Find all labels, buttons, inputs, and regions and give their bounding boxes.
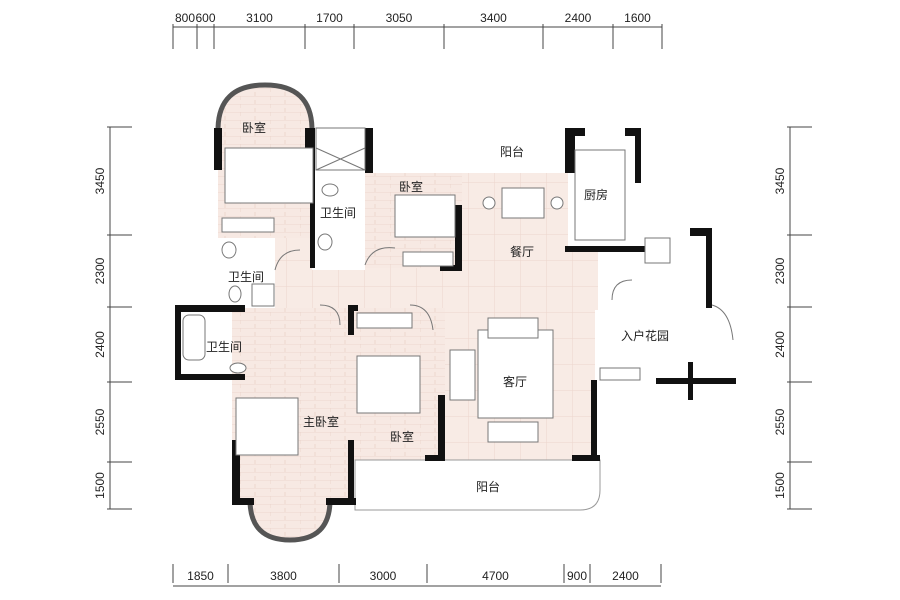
bed-bottom-middle — [356, 355, 421, 414]
dimension-label: 1500 — [93, 472, 107, 499]
dimension-label: 2400 — [612, 569, 639, 583]
label-entrance-garden: 入户花园 — [621, 328, 669, 343]
dimension-label: 2550 — [93, 408, 107, 435]
dimension-label: 3050 — [386, 11, 413, 25]
dimension-label: 3100 — [246, 11, 273, 25]
bay-window-bottom — [247, 499, 333, 543]
doors — [274, 247, 734, 341]
master-bed — [235, 397, 299, 456]
label-bedroom-top-middle: 卧室 — [399, 179, 423, 194]
label-bathroom-bottom-left: 卫生间 — [206, 340, 242, 354]
sofa-top — [487, 317, 539, 339]
dimension-label: 2300 — [93, 257, 107, 284]
sofa-left — [449, 349, 476, 401]
dimension-label: 3800 — [270, 569, 297, 583]
room-labels: 卧室 卫生间 卧室 阳台 厨房 餐厅 卫生间 入户花园 卫生间 客厅 主卧室 卧… — [206, 120, 669, 494]
label-dining: 餐厅 — [510, 244, 534, 259]
label-living-room: 客厅 — [503, 374, 527, 389]
dimension-label: 1600 — [624, 11, 651, 25]
wardrobe-top-middle — [402, 251, 454, 267]
label-bedroom-top-left: 卧室 — [242, 120, 266, 135]
dimension-label: 3000 — [370, 569, 397, 583]
dimension-label: 3450 — [93, 167, 107, 194]
dimension-label: 1500 — [773, 472, 787, 499]
furniture — [182, 127, 671, 456]
wardrobe-bottom-middle — [356, 312, 413, 329]
label-bedroom-bottom-middle: 卧室 — [390, 429, 414, 444]
living-rug — [477, 329, 554, 419]
dimension-label: 2300 — [773, 257, 787, 284]
dimension-bottom: 1850 3800 3000 4700 900 2400 — [172, 564, 662, 587]
dimension-label: 900 — [567, 569, 587, 583]
dimension-label: 4700 — [482, 569, 509, 583]
dimension-label: 2400 — [93, 331, 107, 358]
sink — [317, 233, 333, 251]
label-balcony-top: 阳台 — [500, 144, 524, 159]
toilet — [321, 183, 339, 197]
dimension-label: 2550 — [773, 408, 787, 435]
dimension-label: 800 — [175, 11, 195, 25]
label-bathroom-left: 卫生间 — [228, 270, 264, 284]
label-master-bedroom: 主卧室 — [303, 414, 339, 429]
bathtub — [182, 314, 206, 361]
dining-table — [501, 187, 545, 219]
kitchen-counter — [574, 149, 626, 241]
bed-top-middle — [394, 194, 456, 238]
label-balcony-bottom: 阳台 — [476, 479, 500, 494]
dimension-label: 1850 — [187, 569, 214, 583]
dimension-label: 2400 — [773, 331, 787, 358]
dimension-label: 3450 — [773, 167, 787, 194]
shaft — [315, 127, 366, 171]
dimension-label: 600 — [195, 11, 215, 25]
wardrobe-top-left — [221, 217, 275, 233]
dimension-right: 3450 2300 2400 2550 1500 — [773, 126, 812, 510]
dimension-label: 1700 — [316, 11, 343, 25]
bay-window-top — [215, 82, 315, 131]
bed-top-left — [224, 147, 314, 204]
label-kitchen: 厨房 — [584, 187, 608, 202]
dimension-left: 3450 2300 2400 2550 1500 — [93, 126, 132, 510]
dimension-label: 3400 — [480, 11, 507, 25]
label-bathroom-middle: 卫生间 — [320, 206, 356, 220]
dimension-label: 2400 — [565, 11, 592, 25]
sofa-bottom — [487, 421, 539, 443]
